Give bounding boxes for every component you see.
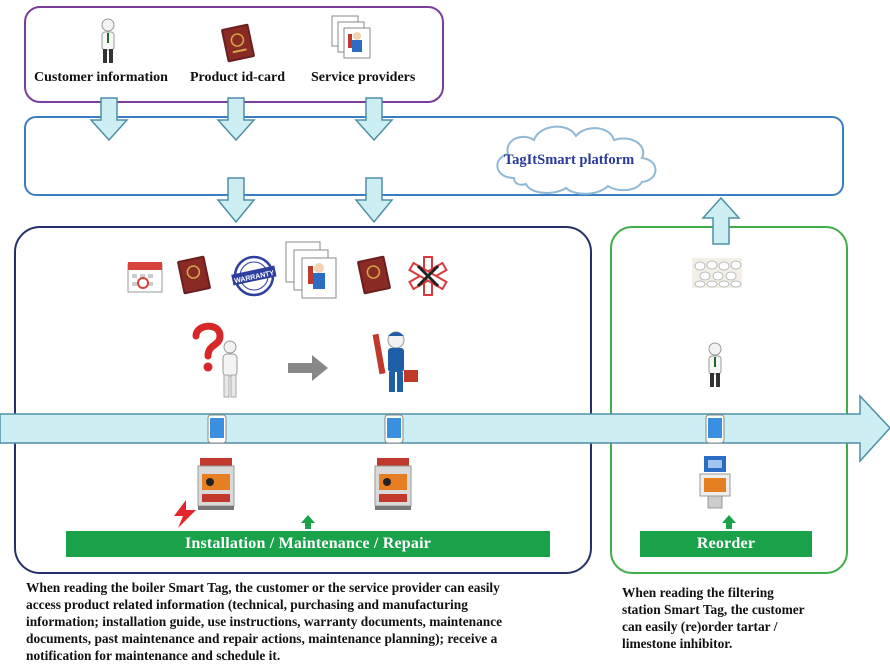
warranty-stamp-icon: WARRANTY bbox=[231, 255, 277, 297]
question-mark-icon bbox=[192, 322, 224, 372]
boiler-description-line: documents, past maintenance and repair a… bbox=[26, 631, 498, 646]
filter-description-line: can easily (re)order tartar / bbox=[622, 619, 778, 634]
platform-box bbox=[24, 116, 844, 196]
smartphone-icon bbox=[705, 414, 725, 444]
filter-description-line: limestone inhibitor. bbox=[622, 636, 733, 651]
filter-description: When reading the filtering station Smart… bbox=[622, 584, 838, 652]
boiler-description-line: When reading the boiler Smart Tag, the c… bbox=[26, 580, 500, 595]
boiler-icon bbox=[197, 458, 235, 510]
calendar-icon bbox=[127, 262, 163, 293]
businessman-icon bbox=[101, 18, 115, 63]
product-id-card-label: Product id-card bbox=[190, 70, 286, 85]
star-of-life-icon bbox=[408, 256, 448, 296]
service-provider-icon bbox=[331, 15, 371, 59]
boiler-description-line: notification for maintenance and schedul… bbox=[26, 648, 281, 663]
install-maintenance-repair-bar: Installation / Maintenance / Repair bbox=[66, 531, 550, 557]
arrow-down-platform-1 bbox=[216, 177, 256, 224]
arrow-down-customer bbox=[89, 97, 129, 142]
lightning-icon bbox=[174, 500, 196, 528]
green-up-arrow bbox=[301, 515, 315, 529]
arrow-down-service bbox=[354, 97, 394, 142]
boiler-icon bbox=[374, 458, 412, 510]
arrow-up-reorder bbox=[701, 196, 741, 245]
passport-icon bbox=[177, 255, 211, 295]
arrow-down-platform-2 bbox=[354, 177, 394, 224]
arrow-right-icon bbox=[288, 355, 328, 381]
reorder-bar: Reorder bbox=[640, 531, 812, 557]
customer-information-label: Customer information bbox=[34, 70, 168, 85]
smartphone-icon bbox=[207, 414, 227, 444]
service-providers-label: Service providers bbox=[311, 70, 416, 85]
cloud-icon bbox=[496, 125, 657, 195]
filter-description-line: When reading the filtering bbox=[622, 585, 774, 600]
green-up-arrow bbox=[722, 515, 736, 529]
boiler-lifecycle-box bbox=[14, 226, 592, 574]
passport-icon bbox=[221, 23, 255, 63]
businessman-icon bbox=[708, 342, 722, 387]
boiler-description-line: access product related information (tech… bbox=[26, 597, 468, 612]
arrow-down-product bbox=[216, 97, 256, 142]
boiler-description: When reading the boiler Smart Tag, the c… bbox=[26, 579, 586, 664]
smartphone-icon bbox=[384, 414, 404, 444]
boiler-description-line: information; installation guide, use ins… bbox=[26, 614, 503, 629]
repairman-icon bbox=[372, 331, 418, 392]
filter-description-line: station Smart Tag, the customer bbox=[622, 602, 805, 617]
filter-station-icon bbox=[699, 456, 731, 509]
service-provider-icon bbox=[285, 241, 337, 299]
passport-icon bbox=[357, 255, 391, 295]
pellets-icon bbox=[692, 258, 742, 288]
platform-label: TagItSmart platform bbox=[503, 152, 635, 168]
thinking-person-icon bbox=[222, 340, 238, 398]
